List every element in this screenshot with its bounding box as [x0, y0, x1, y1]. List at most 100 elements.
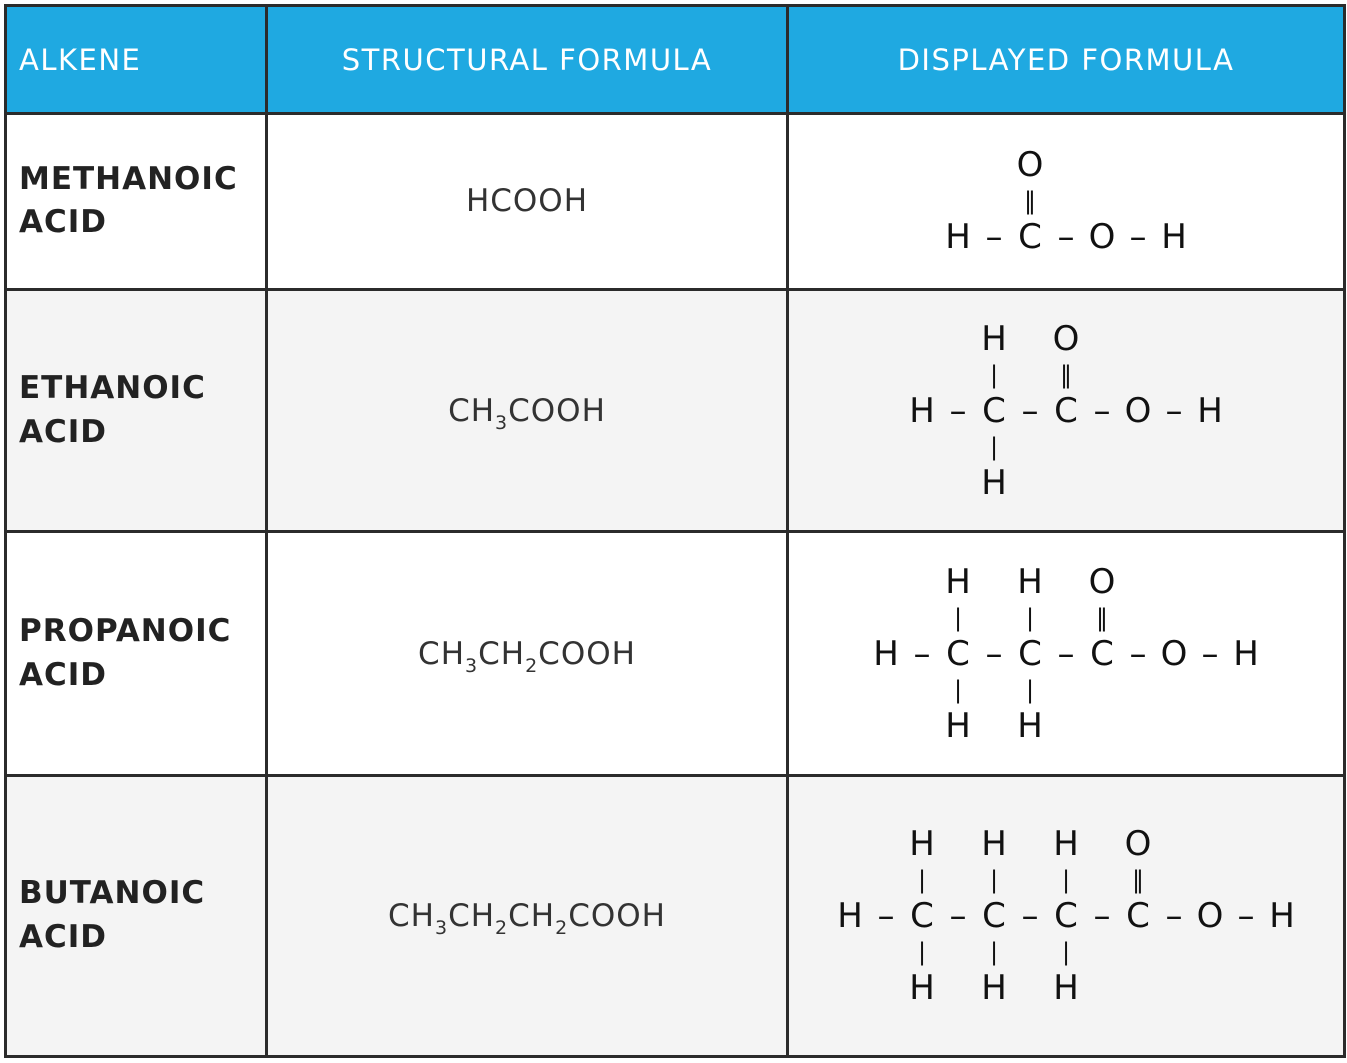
empty-cell: [1120, 429, 1156, 465]
empty-cell: [976, 147, 1012, 183]
atom-h: H: [1053, 967, 1079, 1008]
empty-cell: [976, 708, 1012, 744]
atom-c: C: [1054, 895, 1078, 936]
single-bond: –: [1057, 217, 1075, 258]
atom-h: H: [981, 967, 1007, 1008]
empty-cell: [940, 826, 976, 862]
empty-cell: [1228, 672, 1264, 708]
single-bond: |: [989, 865, 999, 894]
structural-formula: CH3CH2CH2COOH: [265, 773, 789, 1059]
atom-h: H: [981, 823, 1007, 864]
empty-cell: [940, 183, 976, 219]
displayed-formula-grid: O‖H–C–O–H: [940, 145, 1192, 258]
empty-cell: [1156, 600, 1192, 636]
empty-cell: [832, 970, 868, 1006]
structural-formula: HCOOH: [265, 112, 789, 291]
empty-cell: [904, 429, 940, 465]
empty-cell: [1156, 183, 1192, 219]
empty-cell: [904, 564, 940, 600]
empty-cell: [868, 934, 904, 970]
empty-cell: [1228, 564, 1264, 600]
empty-cell: [1156, 672, 1192, 708]
empty-cell: [940, 147, 976, 183]
atom-c: C: [910, 895, 934, 936]
empty-cell: [1156, 708, 1192, 744]
single-bond: –: [913, 633, 931, 674]
empty-cell: [832, 862, 868, 898]
atom-c: C: [1090, 633, 1114, 674]
empty-cell: [1228, 970, 1264, 1006]
empty-cell: [1120, 147, 1156, 183]
empty-cell: [868, 564, 904, 600]
empty-cell: [868, 862, 904, 898]
empty-cell: [832, 934, 868, 970]
single-bond: –: [949, 895, 967, 936]
empty-cell: [1120, 321, 1156, 357]
atom-o: O: [1160, 633, 1188, 674]
single-bond: –: [1093, 390, 1111, 431]
empty-cell: [904, 708, 940, 744]
atom-h: H: [837, 895, 863, 936]
empty-cell: [976, 600, 1012, 636]
structural-formula: CH3COOH: [265, 287, 789, 534]
empty-cell: [940, 934, 976, 970]
empty-cell: [1228, 934, 1264, 970]
empty-cell: [1156, 970, 1192, 1006]
header-displayed-formula: DISPLAYED FORMULA: [786, 4, 1346, 115]
empty-cell: [868, 970, 904, 1006]
single-bond: –: [1093, 895, 1111, 936]
empty-cell: [1192, 429, 1228, 465]
empty-cell: [1084, 465, 1120, 501]
empty-cell: [940, 321, 976, 357]
single-bond: –: [1201, 633, 1219, 674]
empty-cell: [976, 183, 1012, 219]
header-structural-formula: STRUCTURAL FORMULA: [265, 4, 789, 115]
acid-name-line1: METHANOIC: [19, 161, 238, 198]
empty-cell: [1264, 862, 1300, 898]
empty-cell: [1120, 465, 1156, 501]
atom-h: H: [945, 217, 971, 258]
empty-cell: [940, 970, 976, 1006]
empty-cell: [1192, 862, 1228, 898]
empty-cell: [1048, 183, 1084, 219]
atom-h: H: [909, 823, 935, 864]
empty-cell: [1156, 465, 1192, 501]
empty-cell: [1084, 826, 1120, 862]
empty-cell: [1120, 357, 1156, 393]
single-bond: |: [1025, 603, 1035, 632]
empty-cell: [1048, 465, 1084, 501]
empty-cell: [1084, 934, 1120, 970]
atom-o: O: [1196, 895, 1224, 936]
header-alkene: ALKENE: [4, 4, 268, 115]
empty-cell: [1156, 321, 1192, 357]
single-bond: –: [1021, 895, 1039, 936]
single-bond: –: [949, 390, 967, 431]
atom-h: H: [1269, 895, 1295, 936]
empty-cell: [1156, 862, 1192, 898]
single-bond: –: [1129, 217, 1147, 258]
empty-cell: [1084, 862, 1120, 898]
empty-cell: [1120, 970, 1156, 1006]
atom-h: H: [873, 633, 899, 674]
empty-cell: [1192, 934, 1228, 970]
single-bond: |: [1061, 937, 1071, 966]
empty-cell: [1228, 600, 1264, 636]
empty-cell: [868, 708, 904, 744]
atom-h: H: [1161, 217, 1187, 258]
acid-name-line1: PROPANOIC: [19, 613, 232, 650]
displayed-formula: O‖H–C–O–H: [786, 112, 1346, 291]
double-bond: ‖: [1060, 360, 1072, 389]
empty-cell: [1156, 934, 1192, 970]
atom-o: O: [1124, 390, 1152, 431]
empty-cell: [1012, 321, 1048, 357]
atom-h: H: [1233, 633, 1259, 674]
empty-cell: [1084, 357, 1120, 393]
acid-name-line1: ETHANOIC: [19, 370, 206, 407]
atom-h: H: [1017, 561, 1043, 602]
empty-cell: [1264, 970, 1300, 1006]
structural-formula: CH3CH2COOH: [265, 530, 789, 777]
